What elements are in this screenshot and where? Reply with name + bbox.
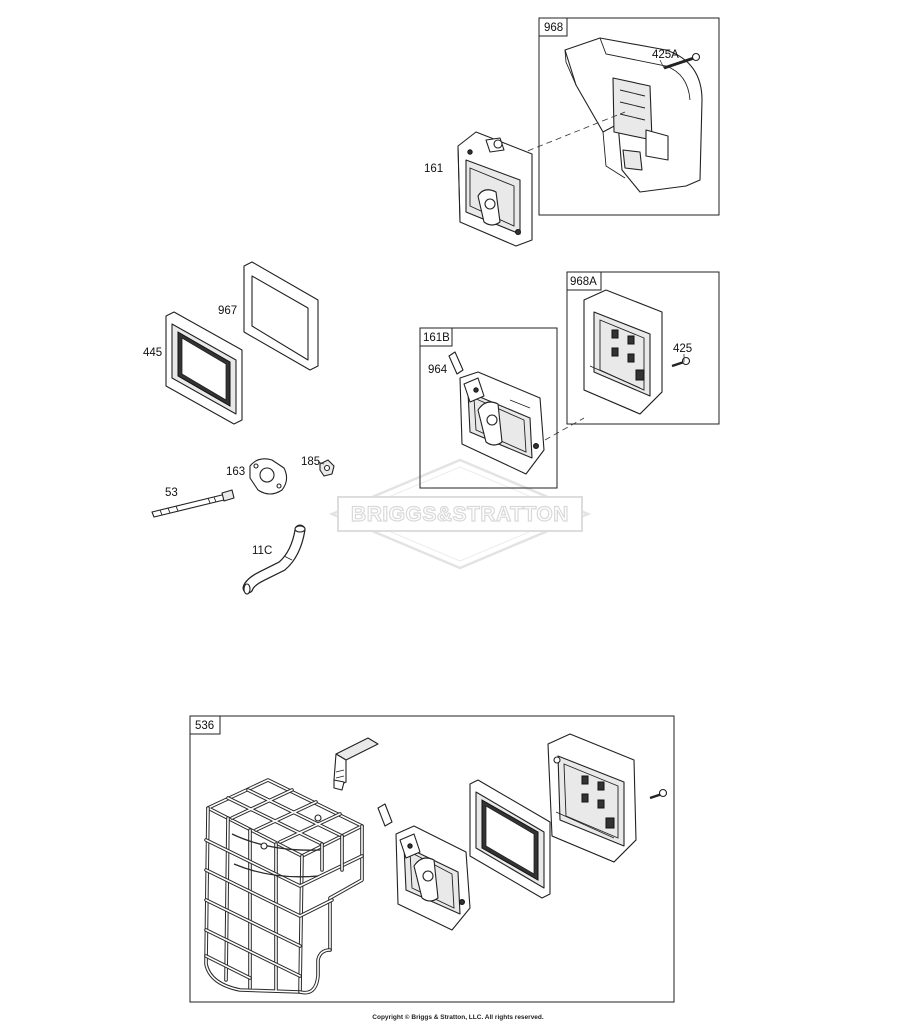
nut-185 [317,459,335,477]
air-filter-445 [165,311,243,425]
group-968a: 968A 425 [566,271,720,425]
kit-breather-tube [377,803,393,827]
breather-tube-964 [448,351,464,375]
group-968a-frame [566,271,720,425]
label-425: 425 [673,343,692,355]
bolt-425 [671,354,691,368]
kit-bolt [649,788,668,800]
label-163: 163 [226,466,245,478]
label-968: 968 [544,22,563,34]
kit-air-filter [469,779,551,899]
group-161b-frame [419,327,558,489]
label-964: 964 [428,364,448,376]
label-967: 967 [218,305,237,317]
group-968: 968 425A [538,17,720,216]
air-cleaner-cover [583,289,663,415]
label-185: 185 [301,456,320,468]
group-968-tag [538,17,568,37]
air-cleaner-base-161b [459,371,545,475]
breather-tube-11c [242,524,306,595]
group-968-frame [538,17,720,216]
label-11c: 11C [252,545,272,557]
briggs-stratton-watermark-logo: BRIGGS&STRATTON [328,458,592,570]
label-161b: 161B [423,332,450,344]
wire-cage [204,778,364,995]
label-425a: 425A [652,49,679,61]
blower-housing [564,37,703,193]
l-bracket-stud [333,737,379,791]
kit-air-cleaner-cover [547,733,637,863]
stud-53 [151,489,235,518]
label-161: 161 [424,163,443,175]
group-536-tag [189,715,221,735]
kit-air-cleaner-base [395,825,471,931]
pre-filter-967 [243,261,319,371]
label-53: 53 [165,487,178,499]
alignment-line-161b [544,417,585,441]
group-968a-tag [566,271,602,291]
air-cleaner-base-161 [457,131,533,247]
label-968a: 968A [570,276,597,288]
group-161b-tag [419,327,453,347]
group-536-frame [189,715,675,1003]
label-536: 536 [195,720,214,732]
group-161b: 161B 964 [419,327,558,489]
copyright-notice: Copyright © Briggs & Stratton, LLC. All … [372,1014,544,1021]
gasket-163 [249,458,288,495]
group-536: 536 [189,715,675,1003]
bolt-425a [659,52,701,70]
label-445: 445 [143,347,162,359]
watermark-text: BRIGGS&STRATTON [351,503,569,526]
